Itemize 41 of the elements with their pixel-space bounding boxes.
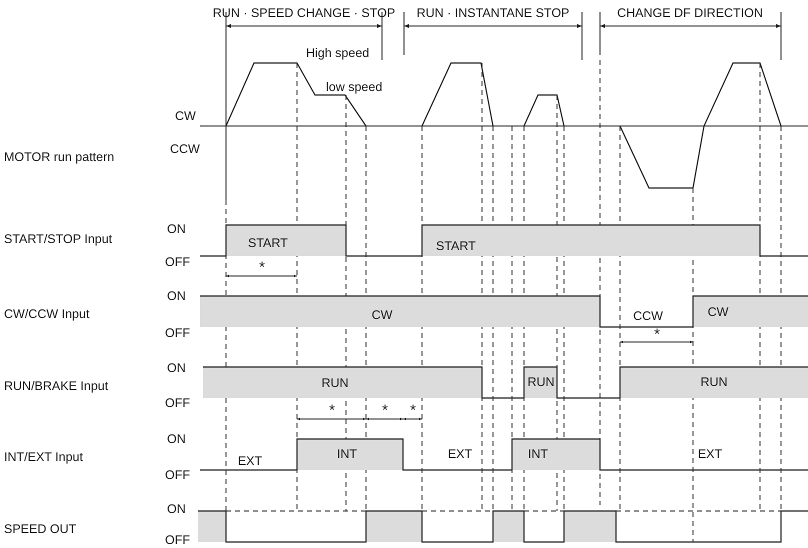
timing-mark: * — [329, 402, 335, 420]
row-label: RUN/BRAKE Input — [4, 380, 108, 394]
state-label: ON — [167, 362, 186, 376]
timing-mark: * — [259, 260, 265, 276]
timing-mark: * — [410, 402, 416, 420]
state-label: ON — [167, 223, 186, 237]
signal-label: CCW — [633, 310, 663, 324]
signal-label: INT — [528, 448, 548, 462]
signal-label: CW — [372, 309, 392, 323]
signal-label: EXT — [448, 448, 472, 462]
row-label: CW/CCW Input — [4, 308, 90, 322]
state-label: ON — [167, 503, 186, 517]
state-label: OFF — [165, 397, 190, 411]
signal-label: START — [436, 240, 476, 254]
state-label: OFF — [165, 256, 190, 270]
signal-label: RUN — [700, 376, 728, 390]
section-title: RUN · INSTANTANE STOP — [416, 7, 570, 21]
signal-label: START — [248, 237, 288, 251]
speed-label: High speed — [306, 47, 370, 61]
signal-label: RUN — [527, 376, 555, 390]
speed-label: low speed — [326, 81, 382, 95]
state-label: OFF — [165, 534, 190, 548]
timing-mark: * — [382, 402, 388, 420]
signal-label: INT — [336, 448, 358, 462]
direction-label: CCW — [170, 143, 200, 157]
row-label: MOTOR run pattern — [4, 151, 114, 165]
state-label: ON — [167, 290, 186, 304]
signal-label: RUN — [321, 377, 349, 391]
state-label: OFF — [165, 469, 190, 483]
state-label: OFF — [165, 327, 190, 341]
row-label: INT/EXT Input — [4, 451, 83, 465]
section-title: CHANGE DF DIRECTION — [617, 7, 763, 21]
signal-label: CW — [708, 306, 728, 320]
direction-label: CW — [175, 110, 196, 124]
row-label: START/STOP Input — [4, 233, 112, 247]
section-title: RUN · SPEED CHANGE · STOP — [212, 7, 396, 21]
state-label: ON — [167, 433, 186, 447]
signal-label: EXT — [238, 455, 262, 469]
row-label: SPEED OUT — [4, 523, 76, 537]
signal-label: EXT — [698, 448, 722, 462]
timing-mark: * — [654, 326, 660, 344]
